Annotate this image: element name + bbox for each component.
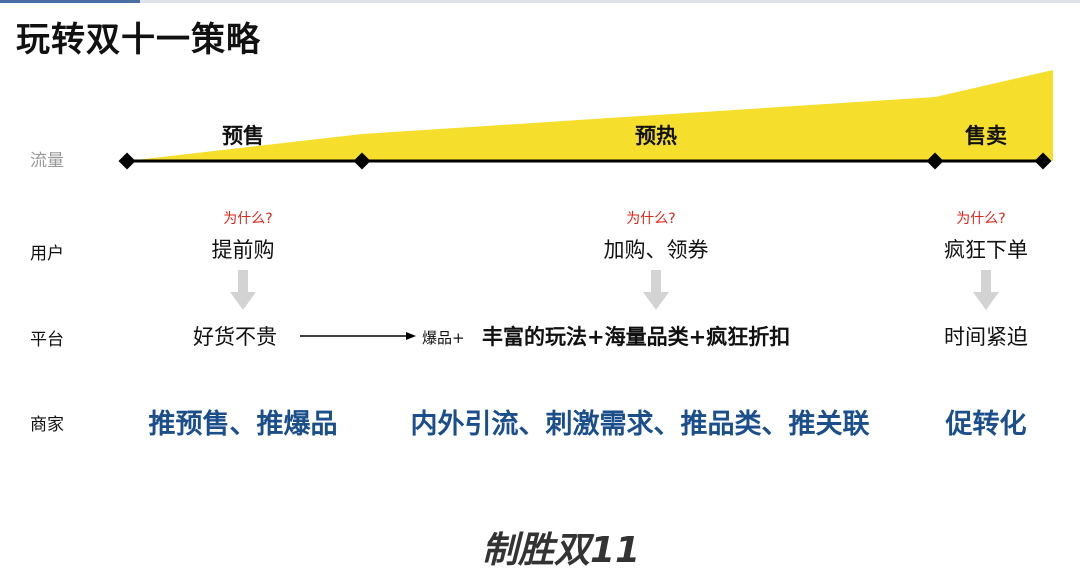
right-arrow-icon [300,332,416,340]
down-arrow-icon [230,270,256,310]
top-bar-accent [0,0,140,3]
logo-text: 制胜双11 [482,530,640,571]
row-label-user: 用户 [30,244,64,264]
timeline-marker-presale-end [353,152,371,170]
merchant-warmup: 内外引流、刺激需求、推品类、推关联 [410,409,870,440]
user-presale: 提前购 [211,238,275,262]
why-presale: 为什么? [223,211,273,227]
row-label-platform: 平台 [30,330,64,350]
top-bar [0,0,1080,3]
why-warmup: 为什么? [626,211,676,227]
traffic-area [127,70,1053,161]
platform-sale: 时间紧迫 [944,325,1028,349]
row-label-traffic: 流量 [30,151,64,171]
user-warmup: 加购、领券 [603,238,709,262]
down-arrow-icon [973,270,999,310]
double11-logo: 制胜双11 [482,530,640,571]
page-title: 玩转双十一策略 [16,20,261,60]
timeline-marker-start [118,152,136,170]
timeline-marker-warmup-end [926,152,944,170]
stage-sale: 售卖 [965,124,1007,148]
down-arrow-icon [643,270,669,310]
merchant-sale: 促转化 [945,409,1027,440]
merchant-presale: 推预售、推爆品 [148,409,338,440]
stage-warmup: 预热 [635,124,677,148]
user-sale: 疯狂下单 [944,238,1028,262]
platform-warmup: 丰富的玩法+海量品类+疯狂折扣 [482,325,791,349]
stage-presale: 预售 [222,124,264,148]
why-sale: 为什么? [956,211,1006,227]
traffic-timeline [118,70,1053,170]
platform-warmup-prefix: 爆品+ [422,329,465,347]
platform-presale: 好货不贵 [193,325,277,349]
row-label-merchant: 商家 [30,415,64,435]
